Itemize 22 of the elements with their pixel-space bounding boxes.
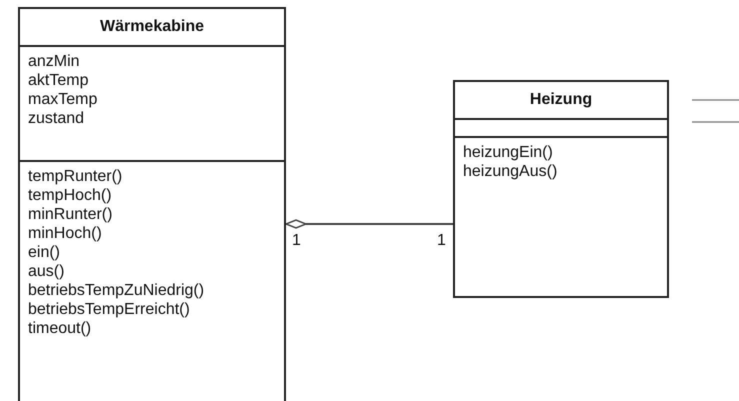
- method-text: betriebsTempZuNiedrig(): [28, 281, 206, 300]
- method-text: tempHoch(): [28, 186, 113, 205]
- class-box: [18, 7, 286, 401]
- multiplicity-label: 1: [437, 232, 446, 250]
- attribute-text: zustand: [28, 109, 86, 128]
- attribute-text: aktTemp: [28, 71, 90, 90]
- method-text: minRunter(): [28, 205, 114, 224]
- multiplicity-label: 1: [292, 232, 301, 250]
- method-text: betriebsTempErreicht(): [28, 300, 191, 319]
- attribute-text: anzMin: [28, 52, 81, 71]
- method-text: heizungEin(): [463, 143, 554, 162]
- method-text: timeout(): [28, 319, 92, 338]
- class-box: [453, 80, 669, 298]
- attribute-text: maxTemp: [28, 90, 98, 109]
- method-text: heizungAus(): [463, 162, 558, 181]
- method-text: aus(): [28, 262, 66, 281]
- class-name: Heizung: [455, 82, 667, 120]
- method-text: ein(): [28, 243, 62, 262]
- aggregation-line: [285, 219, 453, 229]
- method-text: tempRunter(): [28, 167, 124, 186]
- class-name: Wärmekabine: [20, 9, 284, 47]
- method-text: minHoch(): [28, 224, 103, 243]
